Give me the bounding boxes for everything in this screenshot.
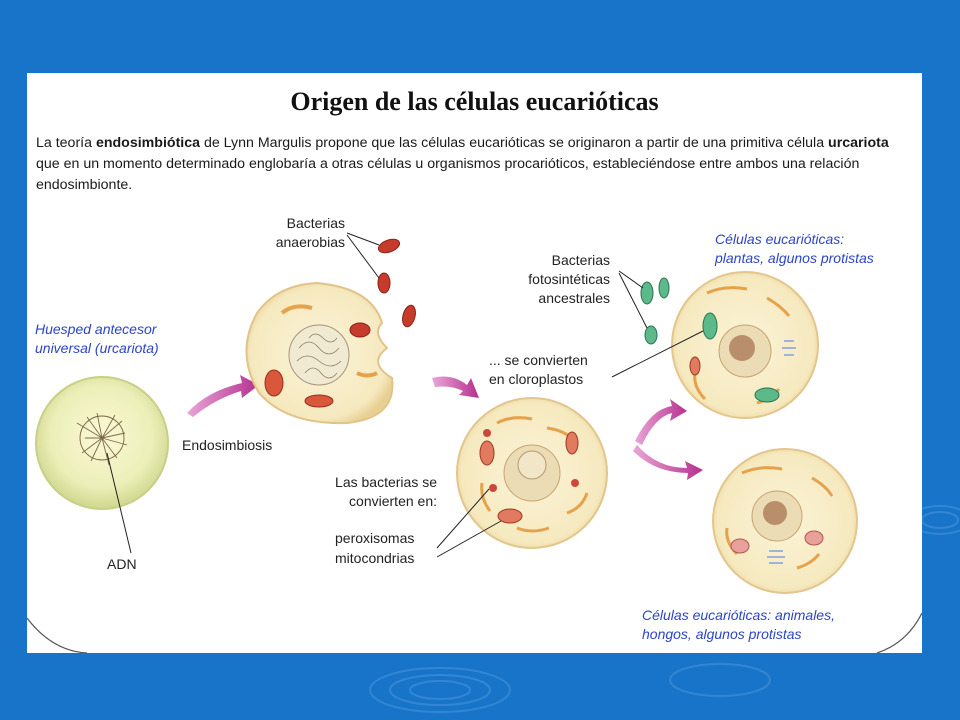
diagram-panel: Origen de las células eucarióticas La te…	[27, 73, 922, 653]
endosymbiosis-label: Endosimbiosis	[182, 437, 273, 453]
host-cell-label: Huesped antecesor universal (urcariota)	[35, 321, 159, 356]
chloroplast-pointer-line	[611, 330, 704, 378]
golgi	[767, 550, 785, 564]
bacteria-become-label: Las bacterias se convierten en:	[335, 474, 437, 509]
dna-label: ADN	[107, 556, 137, 572]
photosynthetic-bacteria-label: Bacterias fotosintéticas ancestrales	[528, 252, 610, 306]
engulfing-cell	[245, 281, 394, 425]
diagram-title: Origen de las células eucarióticas	[290, 87, 659, 116]
mitochondrion	[565, 431, 579, 455]
peroxisome	[483, 429, 491, 437]
host-cell	[35, 376, 169, 510]
arrow-to-animal-cell	[633, 445, 703, 480]
chloroplast	[754, 387, 780, 403]
mitochondria-label: mitocondrias	[335, 550, 415, 566]
mitochondrion	[479, 440, 495, 466]
arrow-to-plant-cell	[635, 399, 687, 445]
arrow-to-mitochondria-cell	[432, 376, 479, 398]
dna-pointer-line	[106, 452, 132, 554]
panel-border-curve	[27, 612, 922, 653]
anaerobic-bacteria-label: Bacterias anaerobias	[275, 215, 345, 250]
golgi	[782, 340, 796, 356]
chloroplast-label: ... se convierten en cloroplastos	[489, 352, 588, 387]
intro-bold-endosymbiotic: endosimbiótica	[95, 135, 201, 151]
intro-bold-urcariota: urcariota	[828, 135, 889, 151]
mitochondria-cell	[456, 397, 608, 549]
endosymbiosis-illustration	[35, 232, 858, 594]
animal-cells-label: Células eucarióticas: animales, hongos, …	[642, 607, 835, 642]
chloroplast	[702, 312, 718, 340]
host-dna-cluster	[76, 412, 128, 466]
mitochondrion	[497, 508, 523, 524]
animal-cell	[712, 448, 858, 594]
peroxisomes-label: peroxisomas	[335, 530, 415, 546]
anaerobic-bacteria	[349, 238, 416, 338]
peroxisome-pointer-line	[436, 488, 490, 549]
mitochondria-pointer-line	[436, 520, 502, 558]
peroxisome	[571, 479, 579, 487]
peroxisome	[489, 484, 497, 492]
plant-cell	[671, 271, 819, 419]
arrow-to-endosymbiosis	[187, 375, 259, 417]
photosynthetic-bacteria	[640, 277, 670, 345]
plant-cells-label: Células eucarióticas: plantas, algunos p…	[715, 231, 874, 266]
intro-paragraph: La teoría endosimbiótica de Lynn Marguli…	[36, 135, 889, 193]
